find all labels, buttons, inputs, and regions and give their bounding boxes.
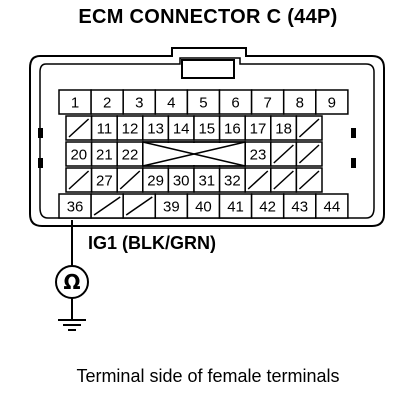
terminal-number: 12	[122, 121, 139, 138]
terminal-number: 11	[97, 121, 113, 138]
connector-inner-outline	[39, 57, 375, 219]
terminal-number: 7	[263, 95, 271, 112]
terminal-number: 36	[67, 199, 84, 216]
terminal-number: 41	[227, 199, 244, 216]
terminal-number: 2	[103, 95, 111, 112]
unused-terminal-slash	[298, 144, 320, 164]
terminal-cell	[315, 89, 349, 115]
terminal-cell	[116, 115, 144, 141]
terminal-number: 30	[173, 173, 190, 190]
blocked-terminal-border	[142, 141, 246, 167]
terminal-cell	[167, 115, 195, 141]
terminal-number: 43	[291, 199, 308, 216]
caption: Terminal side of female terminals	[76, 366, 340, 386]
terminal-cell	[65, 141, 93, 167]
terminal-number: 1	[71, 95, 79, 112]
terminal-number: 13	[147, 121, 164, 138]
terminal-number: 44	[324, 199, 341, 216]
terminal-number: 40	[195, 199, 212, 216]
terminal-number: 4	[167, 95, 175, 112]
unused-terminal-slash	[125, 196, 153, 216]
terminal-number: 15	[198, 121, 215, 138]
diagram-title: ECM CONNECTOR C (44P)	[78, 6, 338, 28]
terminal-number: 14	[173, 121, 190, 138]
terminal-number: 6	[231, 95, 239, 112]
terminal-cell	[218, 167, 246, 193]
side-key-left-lower	[38, 158, 43, 168]
terminal-number: 21	[96, 147, 113, 164]
terminal-cell	[250, 89, 285, 115]
terminal-number: 5	[199, 95, 207, 112]
terminal-cell	[167, 167, 195, 193]
terminal-number: 32	[224, 173, 241, 190]
terminal-cell	[244, 115, 272, 141]
terminal-number: 3	[135, 95, 143, 112]
ohm-symbol: Ω	[63, 270, 80, 294]
terminal-number: 39	[163, 199, 180, 216]
terminal-cell	[154, 193, 189, 219]
terminal-cell	[142, 115, 170, 141]
side-key-right-lower	[351, 158, 356, 168]
terminal-cell	[282, 89, 317, 115]
terminal-cell	[122, 89, 157, 115]
terminal-cell	[58, 89, 92, 115]
terminal-number: 16	[224, 121, 241, 138]
terminal-cell	[218, 193, 253, 219]
terminal-number: 22	[122, 147, 139, 164]
terminal-cell	[186, 193, 221, 219]
terminal-cell	[270, 115, 298, 141]
terminal-cell	[315, 193, 349, 219]
unused-terminal-slash	[247, 170, 269, 190]
unused-terminal-slash	[68, 170, 90, 190]
terminal-number: 9	[328, 95, 336, 112]
unused-terminal-slash	[273, 144, 294, 164]
blocked-terminal-cross	[142, 141, 246, 167]
terminal-cell	[58, 193, 92, 219]
terminal-cell	[90, 141, 118, 167]
terminal-number: 17	[250, 121, 267, 138]
unused-terminal-slash	[119, 170, 141, 190]
unused-terminal-slash	[273, 170, 294, 190]
side-key-right	[351, 128, 356, 138]
unused-terminal-slash	[298, 118, 320, 138]
terminal-cell	[90, 89, 124, 115]
connector-housing-outline	[29, 47, 385, 227]
terminal-number: 29	[147, 173, 164, 190]
connector-latch	[181, 59, 235, 79]
terminal-number: 8	[296, 95, 304, 112]
wire-label: IG1 (BLK/GRN)	[88, 233, 216, 253]
terminal-cell	[193, 115, 221, 141]
terminal-cell	[282, 193, 317, 219]
unused-terminal-slash	[68, 118, 90, 138]
unused-terminal-slash	[298, 170, 320, 190]
terminal-number: 27	[96, 173, 113, 190]
terminal-number: 23	[250, 147, 267, 164]
unused-terminal-slash	[93, 196, 121, 216]
terminal-number: 20	[70, 147, 87, 164]
terminal-number: 31	[198, 173, 215, 190]
side-key-left	[38, 128, 43, 138]
terminal-number: 42	[259, 199, 276, 216]
terminal-number: 18	[275, 121, 292, 138]
